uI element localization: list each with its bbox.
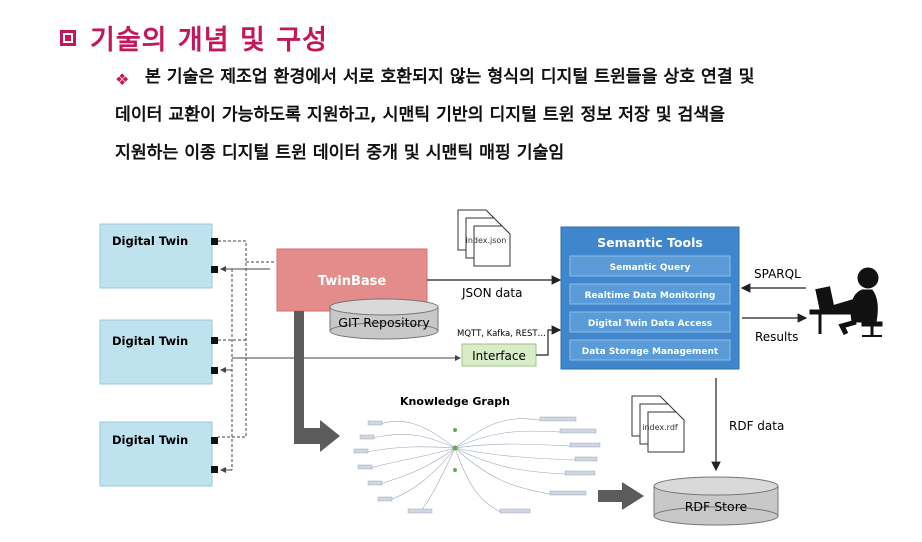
- sparql-label: SPARQL: [754, 267, 801, 281]
- description-line-3: 지원하는 이종 디지털 트윈 데이터 중개 및 시맨틱 매핑 기술임: [115, 143, 565, 163]
- semantic-tools-panel: Semantic Tools Semantic Query Realtime D…: [560, 226, 740, 370]
- results-label: Results: [755, 330, 798, 344]
- twin-connectors: [218, 240, 461, 473]
- index-json-label: index.json: [466, 236, 507, 245]
- interface-label: Interface: [472, 349, 526, 363]
- section-title: 기술의 개념 및 구성: [90, 25, 328, 56]
- square-bullet-icon: [60, 29, 76, 46]
- knowledge-graph-title: Knowledge Graph: [400, 395, 510, 408]
- data-storage-item: Data Storage Management: [582, 347, 719, 357]
- rdf-store: RDF Store: [653, 476, 779, 526]
- interface-arrow: [536, 325, 562, 356]
- json-data-label: JSON data: [461, 286, 522, 300]
- description-bullet: ❖ 본 기술은 제조업 환경에서 서로 호환되지 않는 형식의 디지털 트윈들을…: [115, 67, 905, 172]
- digital-twin-3-label: Digital Twin: [112, 433, 188, 447]
- interface-box: Interface: [461, 343, 537, 367]
- graph-to-store-arrow: [598, 482, 644, 510]
- twin-data-access-item: Digital Twin Data Access: [588, 319, 712, 329]
- description-line-2: 데이터 교환이 가능하도록 지원하고, 시맨틱 기반의 디지털 트윈 정보 저장…: [115, 105, 725, 125]
- digital-twin-2: Digital Twin: [99, 319, 218, 385]
- rdf-data-label: RDF data: [729, 419, 784, 433]
- index-rdf-icon: index.rdf: [631, 395, 685, 453]
- semantic-query-item: Semantic Query: [610, 263, 691, 273]
- semantic-tools-title: Semantic Tools: [597, 235, 703, 250]
- description-line-1: 본 기술은 제조업 환경에서 서로 호환되지 않는 형식의 디지털 트윈들을 상…: [145, 67, 755, 87]
- section-heading: 기술의 개념 및 구성: [60, 18, 328, 57]
- diamond-bullet-icon: ❖: [115, 70, 130, 89]
- index-json-icon: index.json: [457, 209, 511, 267]
- git-repository-label: GIT Repository: [338, 315, 430, 330]
- digital-twin-3: Digital Twin: [99, 421, 218, 487]
- git-repository: GIT Repository: [329, 298, 439, 340]
- twinbase-label: TwinBase: [318, 274, 387, 289]
- protocols-label: MQTT, Kafka, REST…: [457, 329, 546, 339]
- digital-twin-1: Digital Twin: [99, 223, 218, 289]
- description-text: 본 기술은 제조업 환경에서 서로 호환되지 않는 형식의 디지털 트윈들을 상…: [115, 58, 905, 172]
- digital-twin-1-label: Digital Twin: [112, 234, 188, 248]
- index-rdf-label: index.rdf: [642, 423, 678, 432]
- knowledge-graph-visual: [353, 416, 601, 514]
- digital-twin-2-label: Digital Twin: [112, 334, 188, 348]
- realtime-monitoring-item: Realtime Data Monitoring: [585, 291, 716, 301]
- twinbase-to-graph-arrow: [294, 311, 340, 452]
- rdf-store-label: RDF Store: [685, 499, 748, 514]
- user-at-desk-icon: [809, 267, 883, 337]
